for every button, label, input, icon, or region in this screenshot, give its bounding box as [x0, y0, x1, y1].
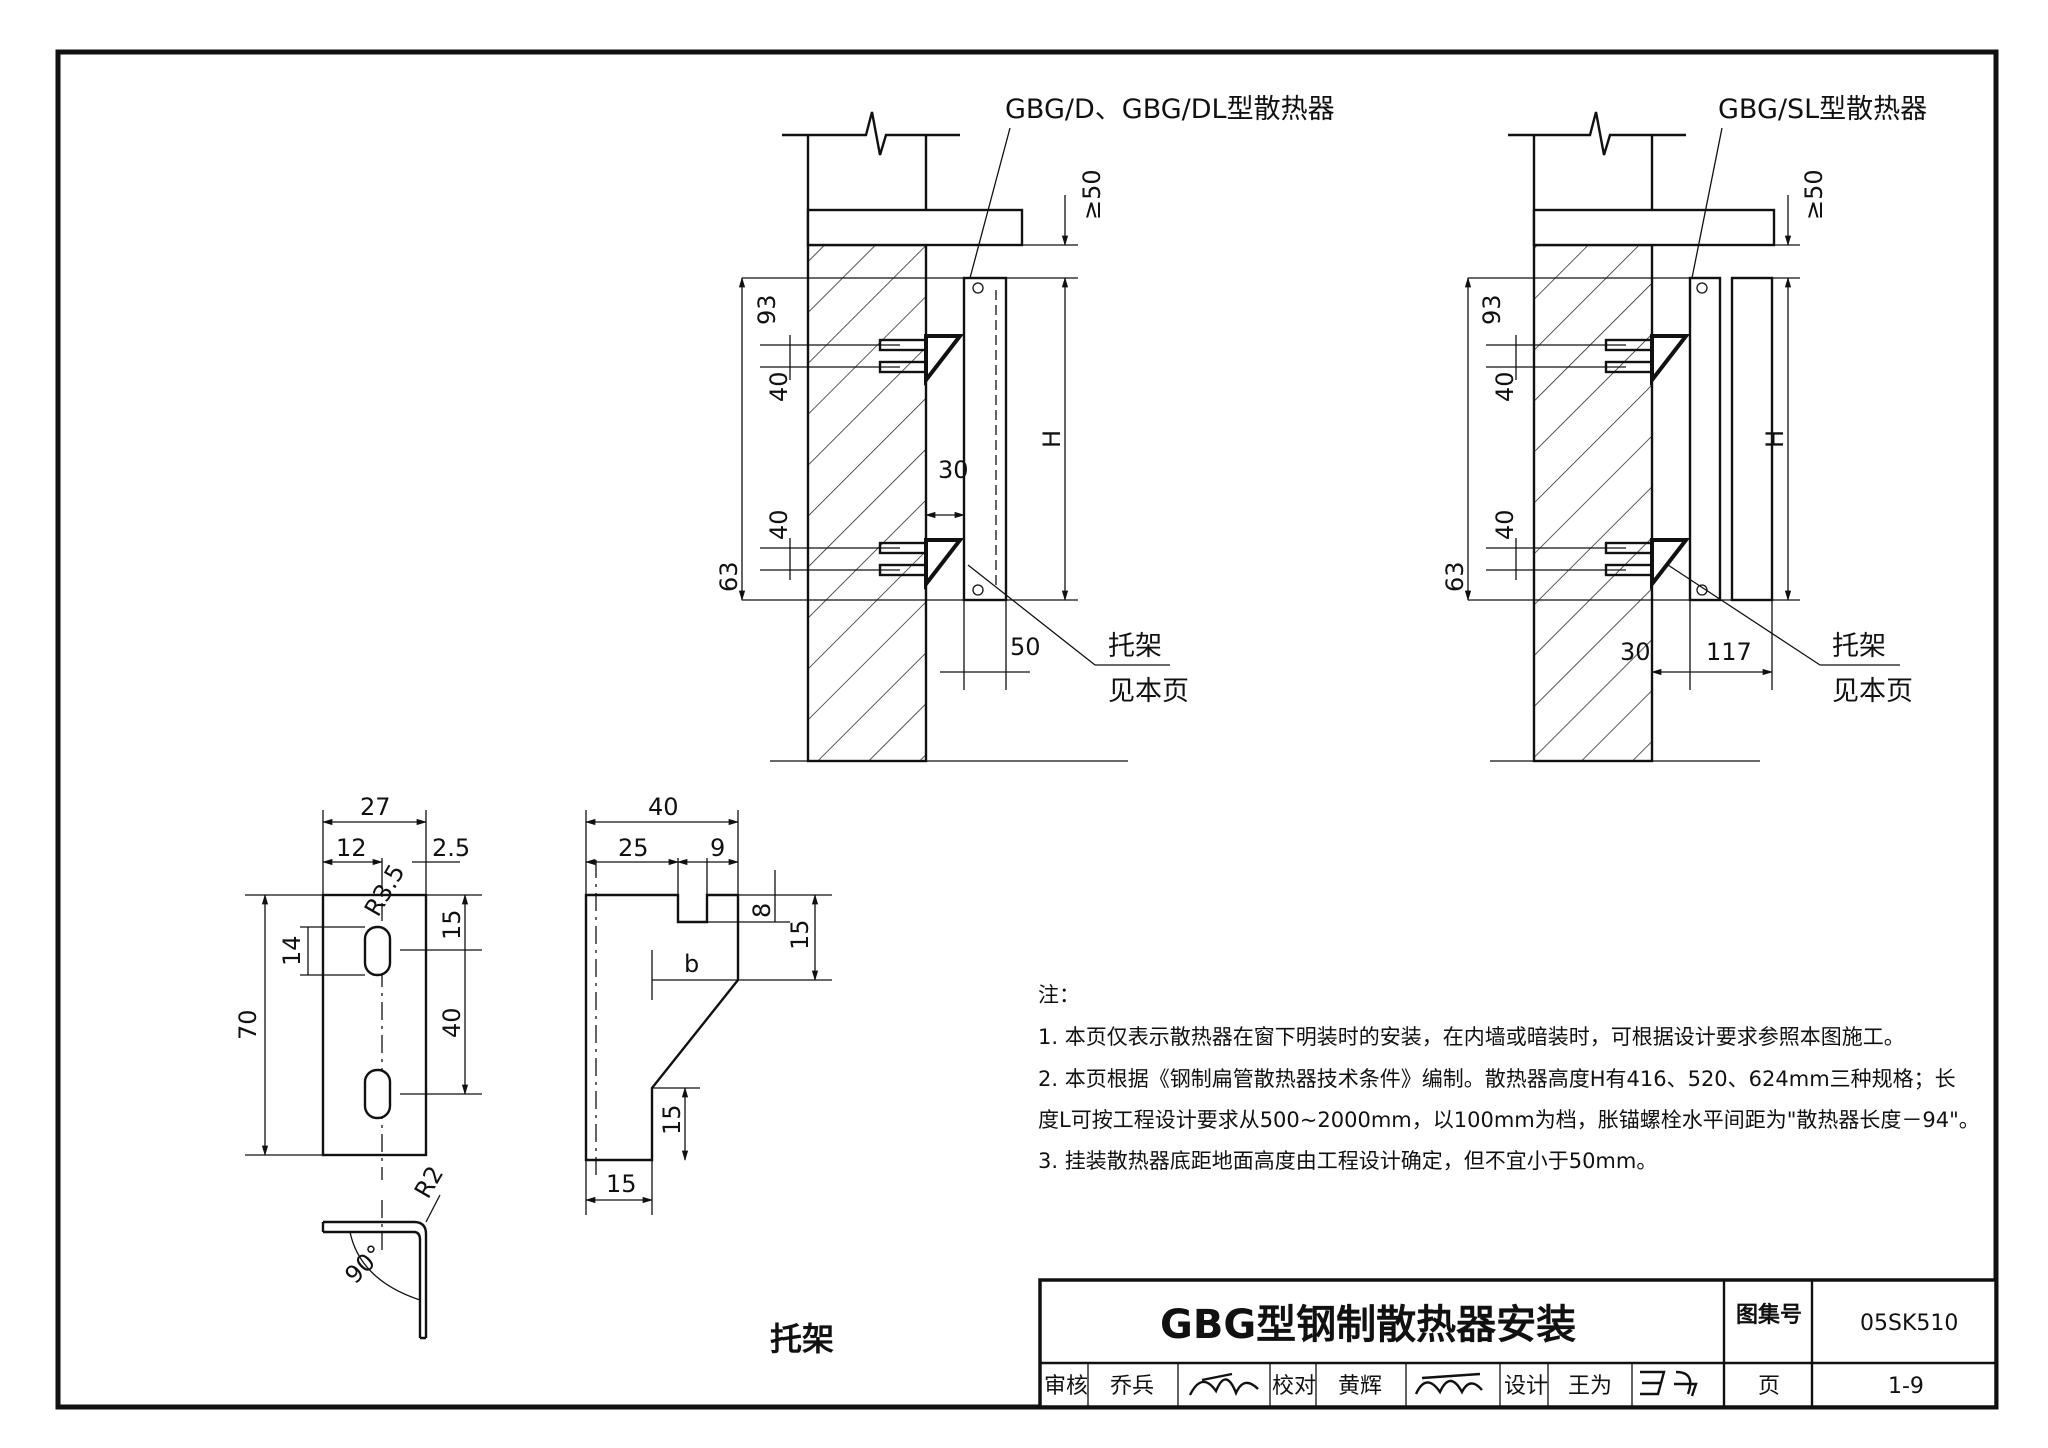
window-sill-left: [806, 208, 1024, 247]
bracket-slot-lower: [363, 1068, 392, 1120]
design-label: 设计: [1504, 1374, 1548, 1399]
side-dim-b: b: [684, 950, 699, 978]
side-dim-notch: 8: [748, 903, 776, 918]
checker-signature: [1414, 1372, 1483, 1395]
right-dim-gap: ≥50: [1800, 169, 1828, 220]
bracket-caption: 托架: [770, 1320, 834, 1358]
left-dim-offset: 30: [938, 456, 969, 484]
left-bracket-ref: 见本页: [1108, 676, 1189, 707]
left-install-view: GBG/D、GBG/DL型散热器 ≥50 93 40 40 63 H 30 50…: [715, 94, 1335, 763]
front-dim-h-total: 70: [234, 1009, 262, 1040]
window-sill-right: [1532, 208, 1776, 247]
note-2a: 2. 本页根据《钢制扁管散热器技术条件》编制。散热器高度H有416、520、62…: [1038, 1067, 1956, 1091]
note-2b: 度L可按工程设计要求从500~2000mm，以100mm为档，胀锚螺栓水平间距为…: [1038, 1108, 1980, 1132]
note-3: 3. 挂装散热器底距地面高度由工程设计确定，但不宜小于50mm。: [1038, 1149, 1657, 1173]
checker-name: 黄辉: [1338, 1374, 1382, 1399]
bracket-slot-upper: [363, 925, 392, 977]
right-dim-bolt2: 40: [1491, 509, 1519, 540]
sheet-border: [55, 49, 1999, 1410]
right-radiator-label: GBG/SL型散热器: [1718, 94, 1927, 125]
left-dim-depth: 50: [1010, 633, 1041, 661]
right-dim-bottom: 63: [1441, 561, 1469, 592]
left-radiator-label: GBG/D、GBG/DL型散热器: [1005, 94, 1335, 125]
reviewer-signature: [1188, 1372, 1259, 1397]
side-dim-foot: 15: [606, 1170, 637, 1198]
left-dim-bottom: 63: [715, 561, 743, 592]
check-label: 校对: [1272, 1374, 1316, 1399]
side-dim-w-b: 9: [710, 834, 725, 862]
atlas-number: 05SK510: [1860, 1311, 1958, 1336]
front-dim-slot: 14: [278, 935, 306, 966]
reviewer-name: 乔兵: [1110, 1374, 1154, 1399]
right-dim-bolt1: 40: [1491, 371, 1519, 402]
left-dim-top: 93: [753, 294, 781, 325]
title-block: GBG型钢制散热器安装 图集号 05SK510 审核 乔兵 校对 黄辉 设计 王…: [1038, 1278, 1998, 1409]
side-dim-w-total: 40: [648, 793, 679, 821]
bracket-side-view: 40 25 9 8 15 b 15 15: [584, 793, 832, 1215]
radiator-left: [962, 276, 1008, 602]
front-dim-w-left: 12: [336, 834, 367, 862]
side-dim-low: 15: [658, 1104, 686, 1135]
right-dim-top: 93: [1478, 294, 1506, 325]
front-dim-w-right: 2.5: [432, 834, 470, 862]
bracket-front-view: 27 12 2.5 R3.5 70 14 15 40 R2 90°: [234, 793, 482, 1340]
atlas-label: 图集号: [1736, 1302, 1802, 1328]
right-bracket-label: 托架: [1832, 631, 1886, 662]
side-dim-w-a: 25: [618, 834, 649, 862]
right-dim-height: H: [1761, 430, 1789, 448]
left-dim-height: H: [1038, 430, 1066, 448]
page-number: 1-9: [1888, 1374, 1924, 1399]
front-dim-bend-radius: R2: [409, 1161, 449, 1203]
front-dim-w-total: 27: [360, 793, 391, 821]
right-dim-depth: 117: [1706, 638, 1752, 666]
designer-name: 王为: [1568, 1374, 1612, 1399]
right-dim-offset: 30: [1620, 638, 1651, 666]
front-dim-h-mid: 40: [438, 1007, 466, 1038]
left-bracket-label: 托架: [1108, 631, 1162, 662]
note-1: 1. 本页仅表示散热器在窗下明装时的安装，在内墙或暗装时，可根据设计要求参照本图…: [1038, 1025, 1905, 1049]
page-label: 页: [1758, 1374, 1780, 1399]
right-bracket-ref: 见本页: [1832, 676, 1913, 707]
drawing-title: GBG型钢制散热器安装: [1160, 1302, 1576, 1348]
notes: 注： 1. 本页仅表示散热器在窗下明装时的安装，在内墙或暗装时，可根据设计要求参…: [1038, 983, 1980, 1173]
left-dim-bolt2: 40: [765, 509, 793, 540]
radiator-right-rear: [1688, 276, 1722, 602]
notes-heading: 注：: [1038, 983, 1080, 1007]
front-dim-h-top: 15: [438, 909, 466, 940]
review-label: 审核: [1044, 1374, 1088, 1399]
wall-section-left: [806, 243, 928, 763]
wall-section-right: [1532, 243, 1654, 763]
right-install-view: GBG/SL型散热器 ≥50 93 40 40 63 H 30 117 托架 见…: [1441, 94, 1927, 763]
designer-signature: [1640, 1370, 1698, 1397]
left-dim-bolt1: 40: [765, 371, 793, 402]
side-dim-top: 15: [786, 919, 814, 950]
left-dim-gap: ≥50: [1078, 169, 1106, 220]
